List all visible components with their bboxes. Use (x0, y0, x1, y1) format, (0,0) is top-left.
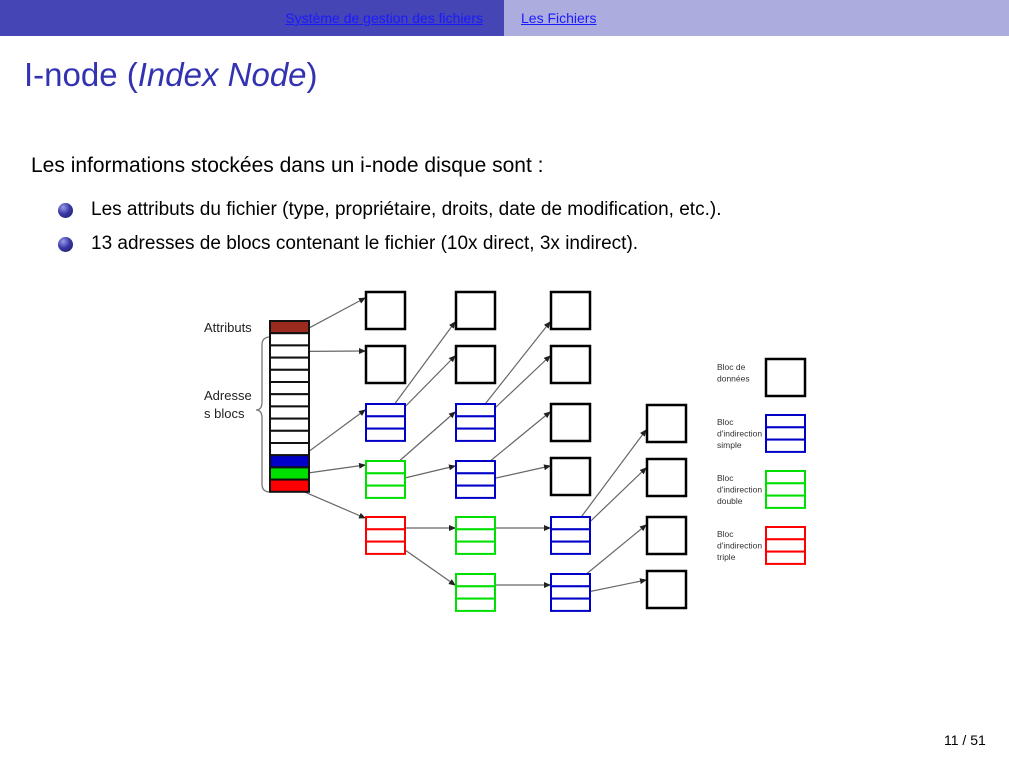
bullet-text: 13 adresses de blocs contenant le fichie… (91, 233, 639, 254)
legend-label: Bloc (717, 473, 734, 483)
legend-label: d'indirection (717, 429, 762, 439)
inode-row-direct (269, 442, 310, 457)
legend-label: d'indirection (717, 541, 762, 551)
label-addresses-2: s blocs (204, 406, 245, 421)
nav-section-area: Système de gestion des fichiers (0, 0, 504, 36)
legend-label: Bloc (717, 529, 734, 539)
data-block (454, 344, 497, 385)
data-block (454, 290, 497, 331)
pointer-arrow (572, 429, 647, 529)
pointer-arrow (387, 321, 456, 414)
legend-label: d'indirection (717, 485, 762, 495)
data-block (645, 569, 688, 610)
title-italic: Index Node (137, 56, 307, 93)
direct-data-block (364, 290, 407, 331)
bullet-icon (58, 202, 73, 218)
double-indirect-block (365, 460, 406, 499)
inode-row-direct (269, 417, 310, 432)
data-block (549, 290, 592, 331)
brace (255, 336, 271, 493)
legend-swatch-double (765, 470, 806, 509)
bullet-item: Les attributs du fichier (type, propriét… (58, 193, 721, 227)
data-block (645, 515, 688, 556)
double-indirect-block (455, 573, 496, 612)
nav-link-section[interactable]: Système de gestion des fichiers (285, 10, 483, 26)
inode-row-direct (269, 429, 310, 444)
data-block (549, 456, 592, 497)
inode-row-direct (269, 381, 310, 396)
intro-text: Les informations stockées dans un i-node… (31, 154, 544, 177)
bullet-text: Les attributs du fichier (type, propriét… (91, 199, 722, 220)
simple-indirect-block (550, 516, 591, 555)
pointer-arrow (477, 321, 551, 414)
legend-label: Bloc de (717, 362, 746, 372)
inode-row-direct (269, 332, 310, 347)
triple-indirect-block (365, 516, 406, 555)
direct-data-block (364, 344, 407, 385)
label-attributes: Attributs (204, 320, 252, 335)
legend-label: simple (717, 440, 742, 450)
legend-label: triple (717, 552, 736, 562)
simple-indirect-block (365, 403, 406, 442)
slide-title: I-node (Index Node) (24, 56, 318, 94)
simple-indirect-block (455, 460, 496, 499)
navigation-bar: Système de gestion des fichiers Les Fich… (0, 0, 1009, 36)
inode-row-triple (269, 478, 310, 493)
inode-row-direct (269, 393, 310, 408)
simple-indirect-block (455, 403, 496, 442)
data-block (645, 457, 688, 498)
data-block (549, 344, 592, 385)
bullet-item: 13 adresses de blocs contenant le fichie… (58, 227, 721, 261)
data-block (645, 403, 688, 444)
inode-row-attributes (269, 320, 310, 335)
data-block (549, 402, 592, 443)
page-number: 11 / 51 (944, 732, 986, 748)
inode-row-simple (269, 454, 310, 469)
legend-label: double (717, 496, 743, 506)
inode-row-direct (269, 405, 310, 420)
inode-row-direct (269, 344, 310, 359)
title-suffix: ) (306, 56, 318, 93)
legend-label: données (717, 374, 750, 384)
label-addresses-1: Adresse (204, 388, 252, 403)
simple-indirect-block (550, 573, 591, 612)
bullet-icon (58, 236, 73, 252)
title-prefix: I-node ( (24, 56, 138, 93)
inode-row-double (269, 466, 310, 481)
legend-swatch-data (764, 357, 807, 398)
nav-subsection-area: Les Fichiers (504, 0, 1009, 36)
legend-swatch-simple (765, 414, 806, 453)
double-indirect-block (455, 516, 496, 555)
bullet-list: Les attributs du fichier (type, propriét… (58, 193, 721, 261)
nav-link-subsection[interactable]: Les Fichiers (521, 10, 597, 26)
inode-row-direct (269, 356, 310, 371)
inode-row-direct (269, 368, 310, 383)
legend-label: Bloc (717, 417, 734, 427)
legend-swatch-triple (765, 526, 806, 565)
